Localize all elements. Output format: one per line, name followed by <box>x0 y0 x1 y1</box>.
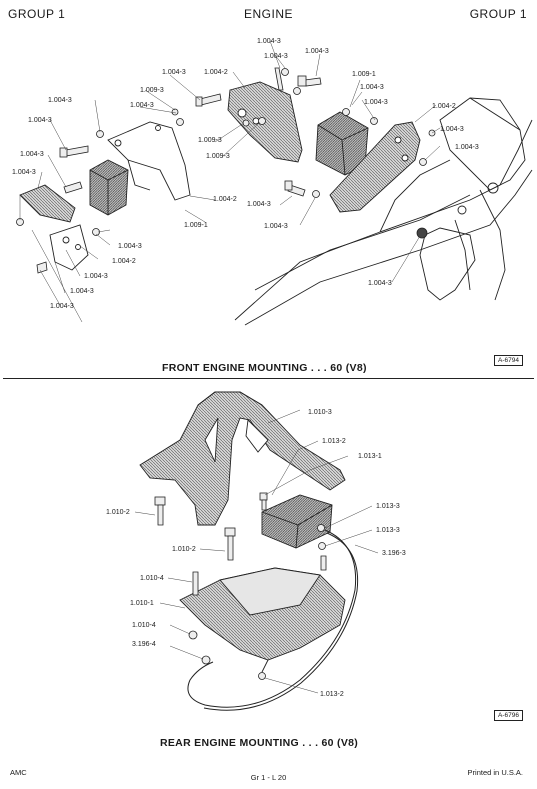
section-divider <box>3 378 534 379</box>
front-label: 1.004-3 <box>50 303 74 310</box>
front-label: 1.004-2 <box>432 103 456 110</box>
footer-publisher: AMC <box>10 768 27 777</box>
front-frame-rail <box>234 97 533 326</box>
front-leader-lines <box>19 40 441 323</box>
rear-label: 1.010-3 <box>308 409 332 416</box>
rear-mounting-caption: REAR ENGINE MOUNTING . . . 60 (V8) <box>160 737 359 749</box>
rear-label: 3.196-3 <box>382 550 406 557</box>
front-left-bracket <box>107 121 191 201</box>
front-label: 1.004-3 <box>305 48 329 55</box>
front-label: 1.004-3 <box>118 243 142 250</box>
rear-support-bracket <box>179 567 346 673</box>
rear-leader-lines <box>134 409 379 694</box>
front-label: 1.004-2 <box>204 69 228 76</box>
front-label: 1.004-3 <box>70 288 94 295</box>
front-label: 1.009-1 <box>352 71 376 78</box>
front-label: 1.004-3 <box>12 169 36 176</box>
rear-part-labels: 1.010-3 1.013-2 1.013-1 1.010-2 1.013-3 … <box>106 409 406 698</box>
front-left-insulator <box>89 159 129 216</box>
rear-label: 1.010-4 <box>140 575 164 582</box>
front-part-labels: 1.004-3 1.004-3 1.004-3 1.009-1 1.004-3 … <box>12 38 479 310</box>
rear-fasteners <box>154 492 327 680</box>
rear-label: 1.013-2 <box>322 438 346 445</box>
front-label: 1.004-3 <box>257 38 281 45</box>
front-fasteners <box>16 67 436 274</box>
front-label: 1.004-2 <box>213 196 237 203</box>
front-label: 1.004-3 <box>264 223 288 230</box>
front-label: 1.004-3 <box>364 99 388 106</box>
front-label: 1.004-3 <box>48 97 72 104</box>
footer-page-ref: Gr 1 - L 20 <box>250 773 287 782</box>
rear-label: 3.196-4 <box>132 641 156 648</box>
rear-label: 1.013-1 <box>358 453 382 460</box>
front-label: 1.004-3 <box>247 201 271 208</box>
front-label: 1.004-3 <box>162 69 186 76</box>
front-label: 1.004-2 <box>112 258 136 265</box>
front-label: 1.009-3 <box>140 87 164 94</box>
header-group-left: GROUP 1 <box>8 7 66 21</box>
front-label: 1.009-3 <box>206 153 230 160</box>
front-label: 1.004-3 <box>28 117 52 124</box>
front-label: 1.004-3 <box>84 273 108 280</box>
front-mounting-caption: FRONT ENGINE MOUNTING . . . 60 (V8) <box>162 362 367 374</box>
rear-figure-number: A-6796 <box>494 710 523 721</box>
rear-insulator <box>261 494 333 549</box>
rear-label: 1.010-1 <box>130 600 154 607</box>
front-label: 1.004-3 <box>440 126 464 133</box>
footer-printed: Printed in U.S.A. <box>467 768 523 777</box>
rear-label: 1.010-4 <box>132 622 156 629</box>
front-figure-number: A-6794 <box>494 355 523 366</box>
front-label: 1.009-3 <box>198 137 222 144</box>
front-right-bracket <box>329 121 421 213</box>
rear-ground-strap <box>187 529 359 711</box>
front-label: 1.004-3 <box>264 53 288 60</box>
front-label: 1.004-3 <box>20 151 44 158</box>
front-label: 1.004-3 <box>455 144 479 151</box>
rear-crossmember <box>139 391 346 526</box>
rear-label: 1.013-3 <box>376 527 400 534</box>
front-label: 1.004-3 <box>360 84 384 91</box>
front-label: 1.004-3 <box>368 280 392 287</box>
front-label: 1.009-1 <box>184 222 208 229</box>
rear-label: 1.010-2 <box>172 546 196 553</box>
rear-label: 1.013-3 <box>376 503 400 510</box>
header-section-title: ENGINE <box>243 7 293 21</box>
front-label: 1.004-3 <box>130 102 154 109</box>
rear-label: 1.010-2 <box>106 509 130 516</box>
rear-label: 1.013-2 <box>320 691 344 698</box>
front-small-brackets <box>19 184 89 271</box>
header-group-right: GROUP 1 <box>469 7 527 21</box>
